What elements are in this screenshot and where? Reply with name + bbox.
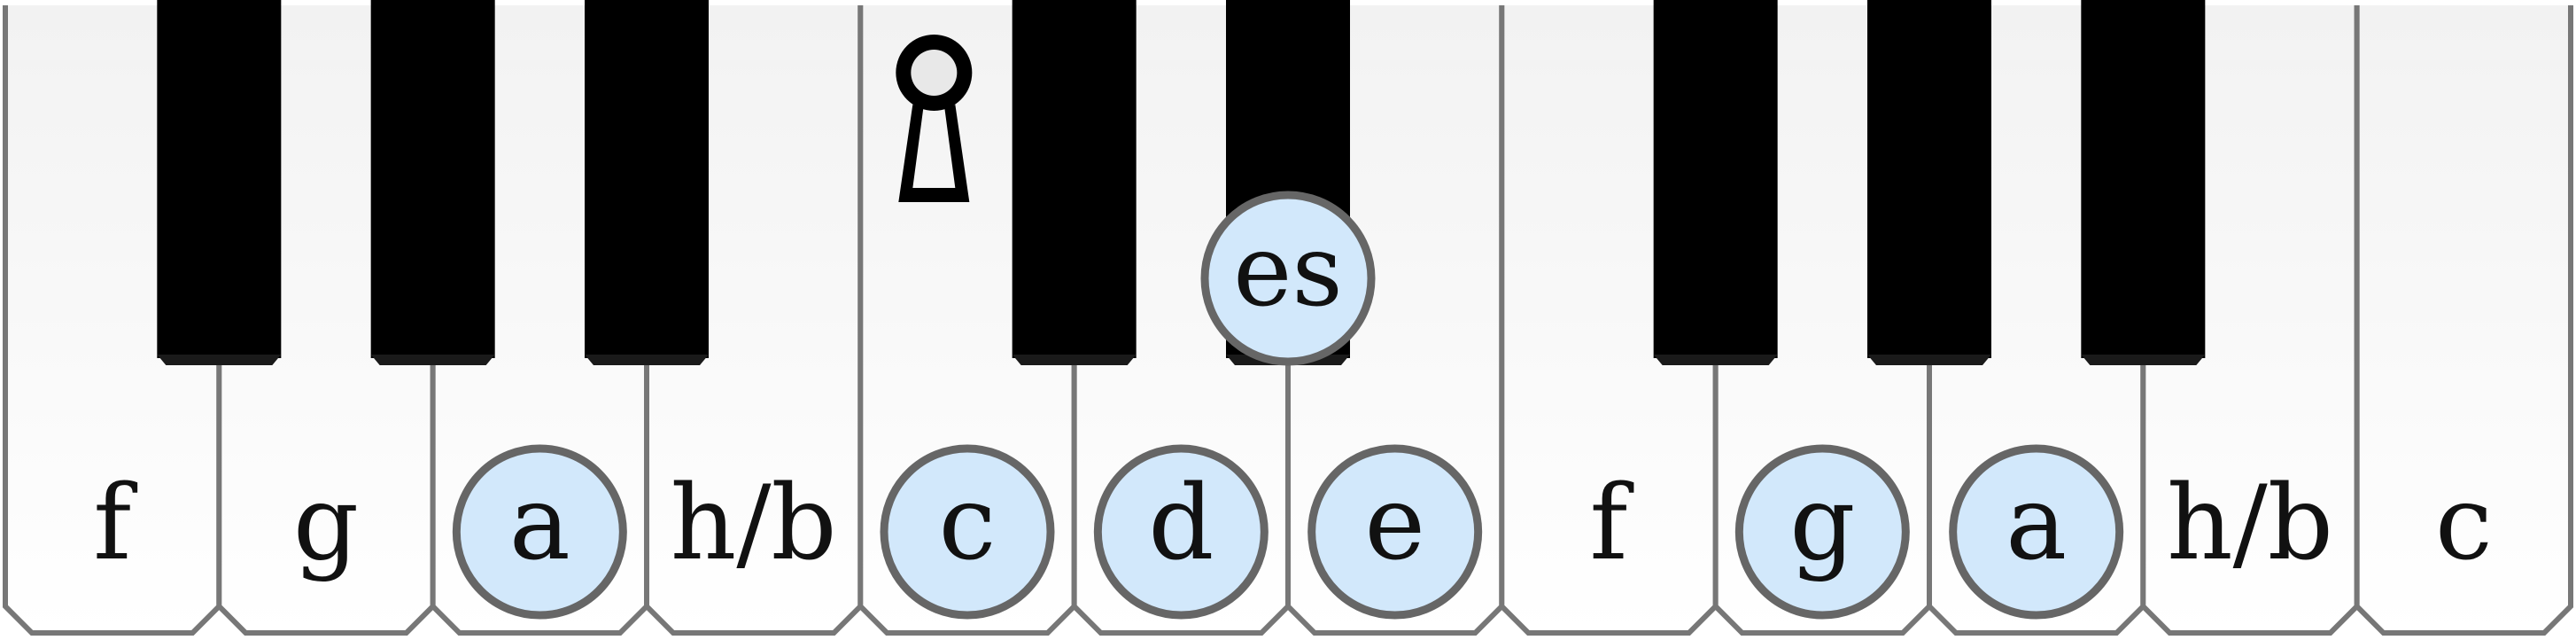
keyhole-marker-stem <box>898 105 970 202</box>
note-highlights: f g a h/b c d e f g a h/b c es <box>93 191 2493 620</box>
black-key-bevel <box>157 355 282 365</box>
note-highlight-circle <box>1307 444 1483 620</box>
note-highlight-circle <box>452 444 627 620</box>
white-key-label: g <box>1789 464 1855 583</box>
white-key-c[interactable] <box>2354 5 2573 636</box>
white-key-label: f <box>1590 464 1634 583</box>
white-key-body <box>2354 5 2573 636</box>
black-key-fis-ges[interactable] <box>157 0 282 365</box>
black-key-body <box>2081 0 2206 358</box>
markers <box>896 35 973 202</box>
black-key-bevel <box>2081 355 2206 365</box>
note-highlight-circle <box>1734 444 1910 620</box>
black-key-gis-as[interactable] <box>370 0 495 365</box>
note-highlight-circle <box>1949 444 2124 620</box>
note-highlight-circle <box>1093 444 1269 620</box>
black-key-body <box>585 0 709 358</box>
black-key-label: es <box>1233 214 1343 329</box>
black-key-body <box>1653 0 1778 358</box>
black-key-body <box>1867 0 1991 358</box>
white-key-label: f <box>93 464 137 583</box>
black-key-body <box>1012 0 1137 358</box>
white-key-label: d <box>1148 464 1214 583</box>
keyhole-marker <box>896 35 973 202</box>
white-key-label: a <box>2006 464 2067 583</box>
white-key-label: c <box>939 464 997 583</box>
black-key-ais-b[interactable] <box>2081 0 2206 365</box>
black-key-bevel <box>1867 355 1991 365</box>
black-key-gis-as[interactable] <box>1867 0 1991 365</box>
black-key-bevel <box>585 355 709 365</box>
white-key-label: c <box>2435 464 2493 583</box>
black-key-body <box>157 0 282 358</box>
white-key-label: h/b <box>671 464 837 583</box>
keyhole-marker-hole <box>911 50 958 96</box>
black-keys <box>157 0 2206 365</box>
black-key-body <box>370 0 495 358</box>
black-key-cis-des[interactable] <box>1012 0 1137 365</box>
note-highlight-circle <box>1200 191 1376 366</box>
white-key-label: a <box>509 464 570 583</box>
white-key-label: h/b <box>2167 464 2333 583</box>
black-key-bevel <box>1653 355 1778 365</box>
black-key-fis-ges[interactable] <box>1653 0 1778 365</box>
note-highlight-circle <box>880 444 1055 620</box>
black-key-ais-b[interactable] <box>585 0 709 365</box>
white-key-label: e <box>1364 464 1425 583</box>
black-key-bevel <box>1012 355 1137 365</box>
black-key-bevel <box>370 355 495 365</box>
white-key-label: g <box>293 464 359 583</box>
